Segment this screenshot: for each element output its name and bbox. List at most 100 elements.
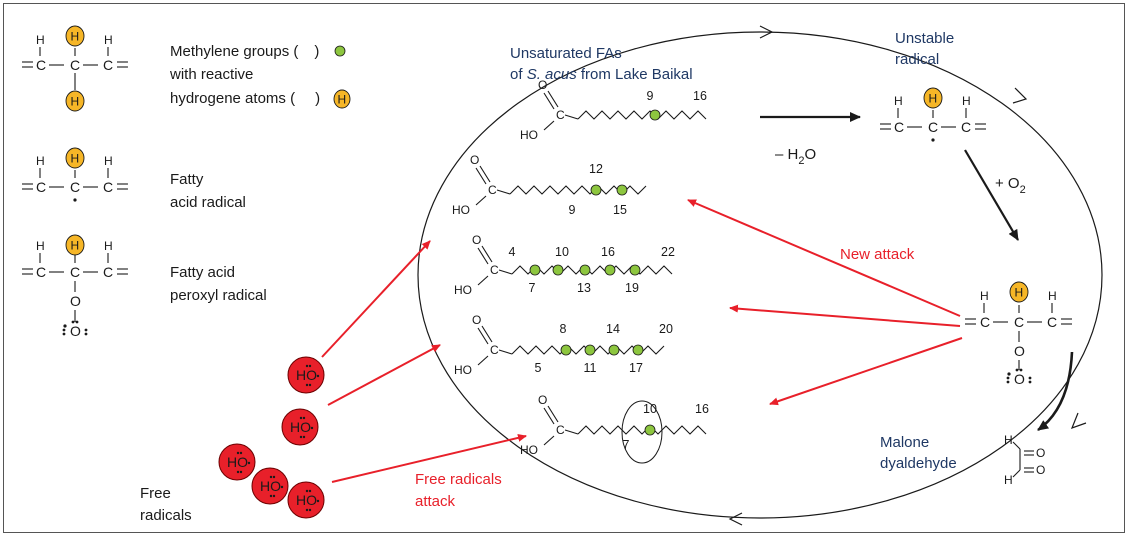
svg-text:O: O: [1014, 371, 1025, 387]
frame: [3, 3, 1125, 533]
cycle-direction-arrows: [728, 25, 1087, 526]
highlight-ellipse: [621, 400, 663, 464]
svg-text:C: C: [103, 179, 113, 195]
svg-text:HO: HO: [227, 454, 248, 470]
attack-arrow-1: [321, 240, 431, 358]
methylene-h1: H: [36, 33, 45, 47]
legend-fatty-line1: Fatty: [170, 171, 204, 188]
hydrogen-top-icon: H: [65, 25, 85, 47]
svg-text:HO: HO: [520, 128, 538, 142]
methylene-h3: H: [104, 33, 113, 47]
svg-text:H: H: [71, 30, 80, 44]
carbon-position-label: 22: [661, 245, 675, 259]
svg-text:C: C: [894, 119, 904, 135]
hydrogen-icon: H: [1009, 281, 1029, 303]
svg-text:O: O: [472, 233, 481, 247]
carbon-position-label: 12: [589, 162, 603, 176]
methylene-structure: C H C C H H H: [22, 25, 128, 112]
svg-text:HO: HO: [520, 443, 538, 457]
svg-text:HO: HO: [454, 363, 472, 377]
hydrogen-legend-icon: H: [333, 89, 351, 109]
carbon-position-label: 11: [584, 361, 597, 375]
svg-text:O: O: [470, 153, 479, 167]
hydrogen-icon: H: [923, 87, 943, 109]
svg-text:C: C: [961, 119, 971, 135]
svg-text:C: C: [103, 264, 113, 280]
methylene-dot-icon: [590, 184, 602, 196]
methylene-dot-icon: [552, 264, 564, 276]
unstable-radical-structure: C H C C H H: [880, 87, 986, 142]
attack-arrow-2: [327, 344, 441, 406]
fatty-acid-radical-structure: C H C C H H: [22, 147, 128, 202]
svg-text:C: C: [36, 179, 46, 195]
unsaturated-title-line2: of S. acus from Lake Baikal: [510, 66, 693, 83]
svg-text:C: C: [556, 108, 565, 122]
methylene-dot-icon: [560, 344, 572, 356]
svg-text:C: C: [928, 119, 938, 135]
methylene-c3: C: [103, 57, 113, 73]
carbon-position-label: 4: [509, 245, 516, 259]
svg-text:C: C: [70, 179, 80, 195]
peroxyl-radical-structure: C H C O O C H H: [22, 234, 128, 339]
svg-text:H: H: [894, 94, 903, 108]
svg-text:H: H: [71, 95, 80, 109]
methylene-dot-icon: [584, 344, 596, 356]
svg-text:H: H: [104, 239, 113, 253]
svg-text:O: O: [1036, 446, 1045, 460]
new-attack-arrow-3: [769, 337, 963, 406]
malone-line1: Malone: [880, 434, 929, 451]
svg-text:HO: HO: [290, 419, 311, 435]
svg-text:H: H: [71, 152, 80, 166]
plus-oxygen-label: + O2: [995, 175, 1026, 196]
legend-peroxyl-line2: peroxyl radical: [170, 287, 267, 304]
free-radicals-attack-line2: attack: [415, 493, 456, 510]
carbon-position-label: 17: [629, 361, 643, 375]
carbon-position-label: 9: [647, 89, 654, 103]
svg-text:HO: HO: [296, 492, 317, 508]
hydrogen-bottom-icon: H: [65, 90, 85, 112]
methylene-dot-icon: [629, 264, 641, 276]
hydrogen-icon: H: [65, 147, 85, 169]
carbon-position-label: 8: [560, 322, 567, 336]
carbon-position-label: 9: [569, 203, 576, 217]
unstable-radical-line2: radical: [895, 51, 939, 68]
malone-line2: dyaldehyde: [880, 455, 957, 472]
attack-arrow-3: [331, 433, 527, 483]
methylene-dot-icon: [608, 344, 620, 356]
methylene-dot-icon: [334, 45, 346, 57]
svg-text:C: C: [1014, 314, 1024, 330]
carbon-position-label: 10: [555, 245, 569, 259]
methylene-dot-icon: [529, 264, 541, 276]
carbon-position-label: 7: [623, 438, 630, 452]
carbon-position-label: 19: [625, 281, 639, 295]
svg-text:H: H: [36, 154, 45, 168]
new-attack-arrow-1: [687, 199, 961, 317]
legend-methylene-line2: with reactive: [169, 66, 253, 83]
carbon-position-label: 14: [606, 322, 620, 336]
svg-text:HO: HO: [260, 478, 281, 494]
legend-methylene-line1: Methylene groups (): [170, 43, 319, 60]
svg-text:C: C: [490, 343, 499, 357]
svg-text:O: O: [538, 78, 547, 92]
cycle-ellipse: [417, 31, 1103, 519]
attack-arrows: [321, 199, 963, 483]
svg-text:C: C: [70, 264, 80, 280]
svg-text:H: H: [338, 93, 347, 107]
hydroxyl-radical-icon: HO: [251, 467, 289, 505]
svg-text:H: H: [1004, 473, 1013, 487]
legend-methylene-line3: hydrogene atoms (): [170, 90, 320, 107]
carbon-position-label: 7: [529, 281, 536, 295]
hydroxyl-radical-icon: HO: [287, 481, 325, 519]
carbon-position-label: 5: [535, 361, 542, 375]
carbon-position-label: 15: [613, 203, 627, 217]
hydroxyl-radical-icon: HO: [281, 408, 319, 446]
unsaturated-title-line1: Unsaturated FAs: [510, 45, 622, 62]
svg-text:HO: HO: [452, 203, 470, 217]
